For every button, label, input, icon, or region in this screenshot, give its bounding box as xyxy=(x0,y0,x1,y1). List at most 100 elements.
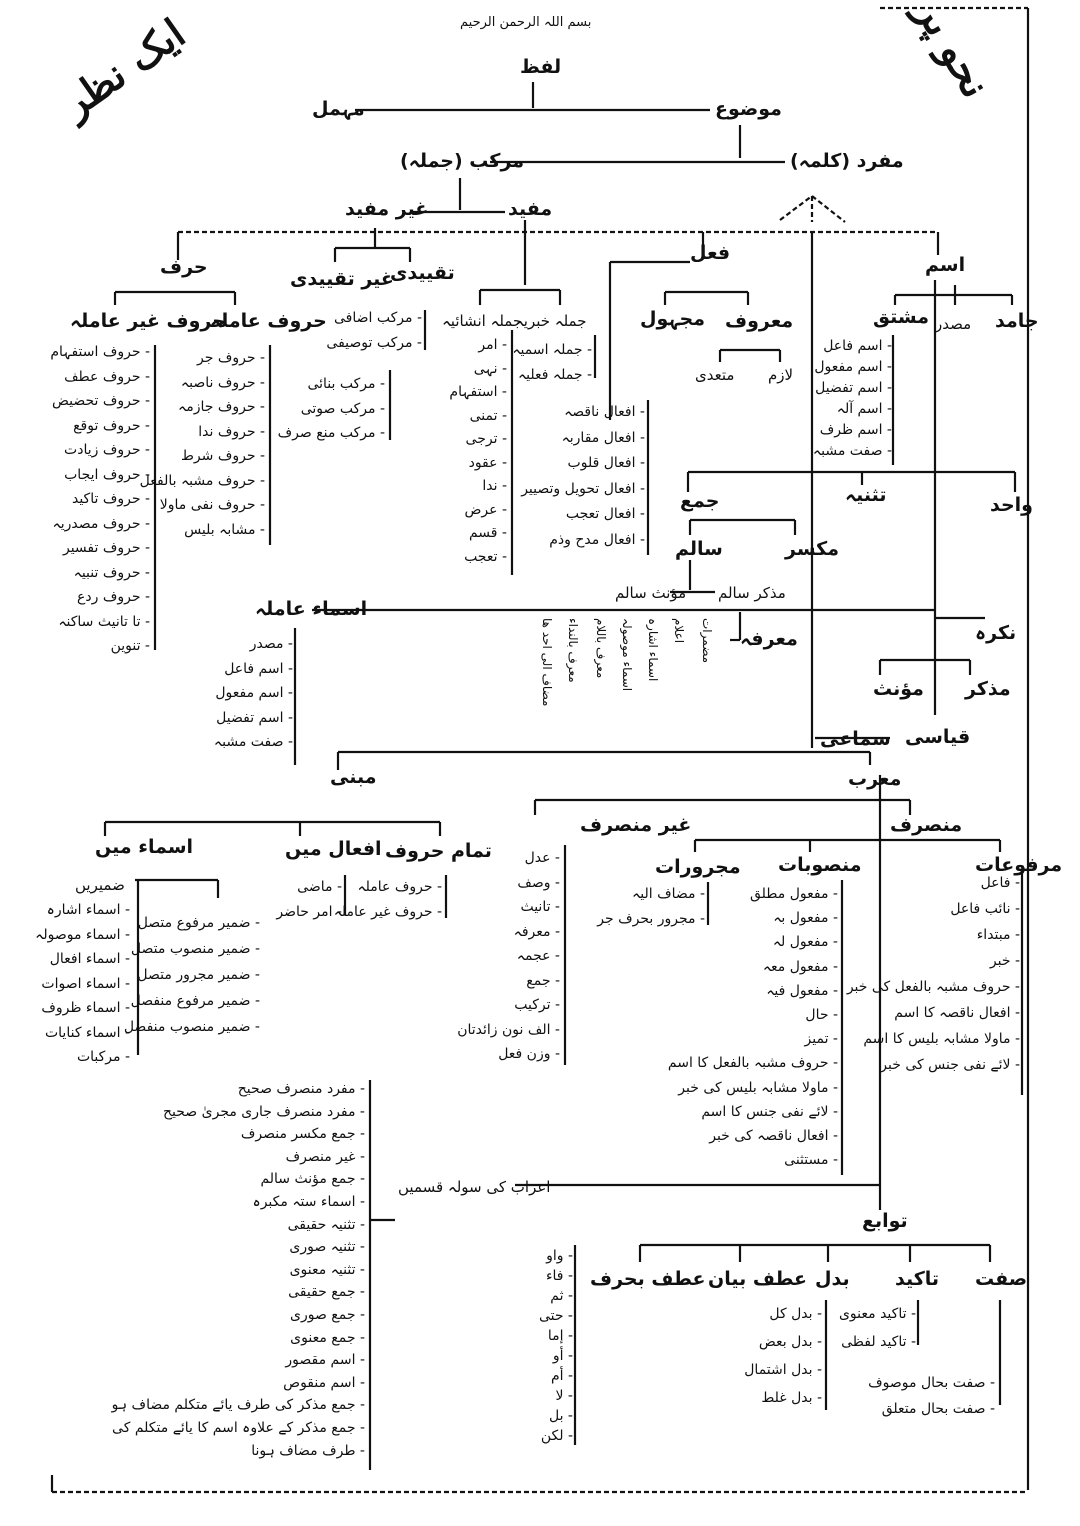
fel-kinds-item: - افعال مقاربہ xyxy=(561,429,645,446)
mushtaq-item: - اسم تفضیل xyxy=(815,380,892,396)
node-takeed: تاکید xyxy=(895,1268,940,1290)
marfooat-item: - لائے نفی جنس کی خبر xyxy=(880,1057,1020,1073)
zameerain-item: - ضمیر منصوب منفصل xyxy=(123,1019,260,1035)
irab-item: - جمع مکسر منصرف xyxy=(240,1126,365,1143)
mansoobat-item: - مفعول معہ xyxy=(762,958,838,975)
badal-item: - بدل کل xyxy=(769,1306,822,1322)
node-jumla-khabriya: جملہ خبریہ xyxy=(515,312,587,330)
irab-item: - تثنیہ حقیقی xyxy=(287,1216,365,1233)
list-huroof-amila: - حروف جر- حروف ناصبہ- حروف جازمہ- حروف … xyxy=(140,346,265,542)
node-atf-bayan: عطف بیان xyxy=(708,1268,807,1290)
inshaiya-item: - ترجی xyxy=(465,431,507,447)
taqyeedi-item: - مرکب اضافی xyxy=(334,310,422,326)
ghair-munsarif-item: - وصف xyxy=(517,874,560,891)
huroof-ghair-amila-item: - حروف تفسیر xyxy=(62,540,150,556)
mushtaq-item: - صفت مشبہ xyxy=(812,443,892,459)
mansoobat-item: - مفعول لہ xyxy=(772,934,838,951)
list-khabriya: - جملہ اسمیہ- جملہ فعلیہ xyxy=(512,338,592,387)
bismillah: بسم اللہ الرحمن الرحیم xyxy=(460,15,592,30)
list-afal-mein: - ماضی- امر حاضر xyxy=(276,875,342,924)
node-samai: سماعی xyxy=(820,728,891,750)
atf-harf-item: - لكن xyxy=(540,1428,573,1444)
node-muzakkar-salim: مذکر سالم xyxy=(718,584,786,602)
ghair-taqyeedi-item: - مرکب منع صرف xyxy=(277,425,385,441)
node-ghair-munsarif: غیر منصرف xyxy=(580,814,692,836)
list-badal: - بدل کل- بدل بعض- بدل اشتمال- بدل غلط xyxy=(740,1300,822,1412)
node-sifat: صفت xyxy=(975,1268,1028,1290)
node-jumla-inshaiya: جملہ انشائیہ xyxy=(442,312,523,330)
node-jama: جمع xyxy=(680,490,720,512)
marfooat-item: - نائب فاعل xyxy=(950,901,1020,917)
irab-item: - مفرد منصرف جاری مجریٰ صحیح xyxy=(163,1103,365,1120)
mushtaq-item: - اسم ظرف xyxy=(819,422,892,438)
mansoobat-item: - حروف مشبہ بالفعل کا اسم xyxy=(667,1055,838,1072)
irab-item: - جمع معنوی xyxy=(290,1329,365,1346)
irab-item: - طرف مضاف ہونا xyxy=(251,1442,365,1459)
list-mansoobat: - مفعول مطلق- مفعول بہ- مفعول لہ- مفعول … xyxy=(667,882,838,1172)
ghair-munsarif-item: - جمع xyxy=(526,972,560,989)
atf-harf-item: - ثم xyxy=(550,1288,573,1304)
mushtaq-item: - اسم آلہ xyxy=(836,401,892,417)
node-tawabe: توابع xyxy=(862,1210,908,1232)
huroof-ghair-amila-item: - تا تانیث ساکنہ xyxy=(58,613,150,630)
node-badal: بدل xyxy=(815,1268,850,1290)
node-ghair-mufeed: غیر مفید xyxy=(345,198,429,220)
asma-mein-item: - مرکبات xyxy=(76,1049,130,1065)
khabriya-item: - جملہ فعلیہ xyxy=(517,366,592,383)
node-irab-16: اعراب کی سولہ قسمیں xyxy=(398,1178,551,1196)
marfooat-item: - مبتداء xyxy=(976,927,1020,943)
inshaiya-item: - عقود xyxy=(468,454,507,471)
fel-kinds-item: - افعال تحویل وتصییر xyxy=(521,480,645,497)
sifat-item: - صفت بحال متعلق xyxy=(881,1401,995,1417)
irab-item: - اسماء ستہ مکبرہ xyxy=(252,1193,365,1210)
huroof-amila-item: - مشابہ بلیس xyxy=(184,521,265,538)
inshaiya-item: - استفہام xyxy=(449,384,507,400)
node-mushtaq: مشتق xyxy=(873,306,929,328)
node-jamid: جامد xyxy=(995,310,1039,332)
node-asma-mein: اسماء میں xyxy=(95,836,194,858)
node-wahid: واحد xyxy=(990,494,1033,516)
marifa-kind-item: اسماء موصولہ xyxy=(620,618,634,692)
marifa-kind-item: معرف بالنداء xyxy=(566,618,580,683)
asma-mein-item: - اسماء موصولہ xyxy=(35,926,130,943)
list-takeed: - تاکید معنوی- تاکید لفظی xyxy=(839,1300,916,1356)
node-mabni: مبنی xyxy=(330,766,377,788)
huroof-amila-item: - حروف نفی ماولا xyxy=(159,497,265,513)
ghair-taqyeedi-item: - مرکب بنائی xyxy=(307,376,385,392)
node-atf-harf: عطف بحرف xyxy=(590,1268,706,1290)
huroof-ghair-amila-item: - حروف تحضیض xyxy=(51,393,150,409)
zameerain-item: - ضمیر منصوب متصل xyxy=(130,941,260,957)
node-muta-addi: متعدی xyxy=(695,366,735,384)
asma-mein-item: - اسماء اشارہ xyxy=(46,902,130,918)
zameerain-item: - ضمیر مرفوع منفصل xyxy=(130,993,260,1009)
node-harf: حرف xyxy=(160,256,208,278)
zameerain-item: - ضمیر مرفوع متصل xyxy=(137,915,260,931)
list-sifat: - صفت بحال موصوف- صفت بحال متعلق xyxy=(865,1370,995,1422)
node-huroof-ghair-amila: حروف غیر عاملہ xyxy=(70,310,226,332)
node-salim: سالم xyxy=(675,538,723,560)
list-fel-kinds: - افعال ناقصہ- افعال مقاربہ- افعال قلوب-… xyxy=(521,400,645,553)
node-murab: معرب xyxy=(848,768,902,790)
irab-item: - مفرد منصرف صحیح xyxy=(237,1081,365,1097)
ghair-munsarif-item: - الف نون زائدتان xyxy=(457,1021,560,1038)
list-asma-amila: - مصدر- اسم فاعل- اسم مفعول- اسم تفضیل- … xyxy=(214,632,293,755)
afal-mein-item: - امر حاضر xyxy=(276,903,342,920)
huroof-ghair-amila-item: - حروف ردع xyxy=(77,589,150,605)
list-tamam-huroof: - حروف عاملہ- حروف غیر عاملہ xyxy=(334,875,442,924)
huroof-amila-item: - حروف ندا xyxy=(198,423,265,440)
list-inshaiya: - امر- نہی- استفہام- تمنی- ترجی- عقود- ن… xyxy=(445,334,507,569)
ghair-munsarif-item: - ترکیب xyxy=(514,997,560,1013)
atf-harf-item: - أو xyxy=(552,1348,573,1364)
node-asma-amila: اسماء عاملہ xyxy=(255,598,368,620)
list-majroorat: - مضاف الیہ- مجرور بحرف جر xyxy=(597,882,705,931)
tamam-huroof-item: - حروف عاملہ xyxy=(357,879,442,895)
marifa-kind-item: مضمرات xyxy=(700,618,714,664)
node-huroof-amila: حروف عاملہ xyxy=(210,310,327,332)
list-irab: - مفرد منصرف صحیح - مفرد منصرف جاری مجریٰ… xyxy=(111,1078,365,1462)
asma-mein-item: - اسماء ظروف xyxy=(41,1000,130,1016)
node-mansoobat: منصوبات xyxy=(778,854,862,876)
inshaiya-item: - عرض xyxy=(464,501,507,518)
marifa-kind-item: مضاف الی احد ھا xyxy=(540,618,554,707)
asma-amila-item: - مصدر xyxy=(249,636,293,652)
irab-item: - جمع مذکر کی طرف یائے متکلم مضاف ہو xyxy=(111,1397,365,1414)
